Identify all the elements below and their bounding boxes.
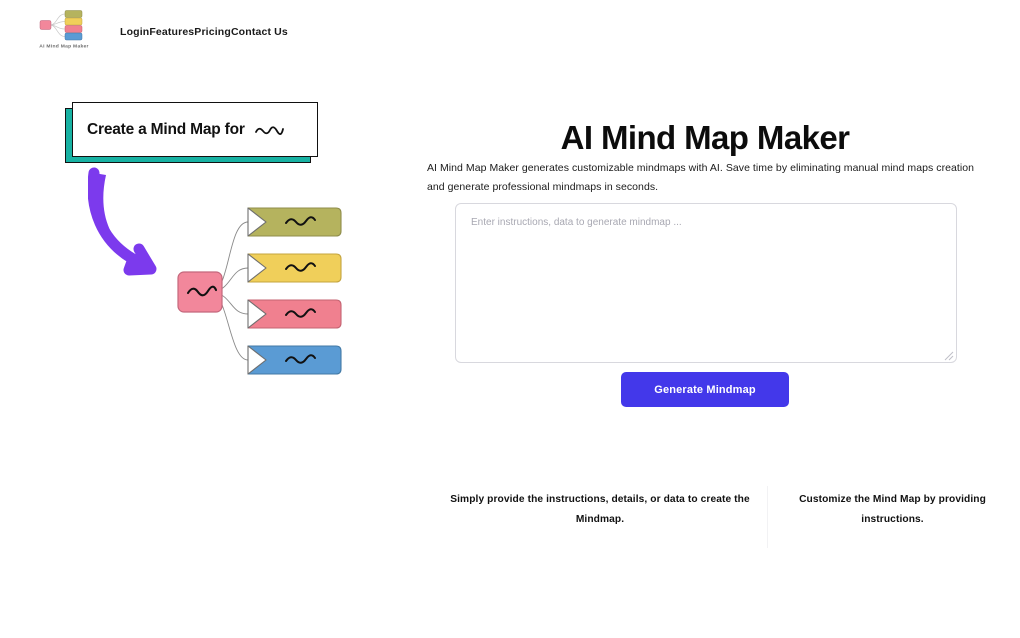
feature-divider	[767, 486, 768, 548]
mindmap-branch-node	[247, 207, 342, 237]
feature-callout-provide-instructions: Simply provide the instructions, details…	[450, 494, 750, 525]
mindmap-diagram	[177, 207, 342, 375]
primary-nav: Login Features Pricing Contact Us	[120, 26, 288, 38]
page-title: AI Mind Map Maker	[560, 119, 850, 157]
site-header: AI Mind Map Maker Login Features Pricing…	[0, 0, 1020, 66]
squiggle-icon	[254, 125, 284, 135]
create-mindmap-banner: Create a Mind Map for	[65, 102, 318, 163]
mindmap-branch-node	[247, 253, 342, 283]
page-description: AI Mind Map Maker generates customizable…	[427, 161, 975, 194]
banner-face: Create a Mind Map for	[72, 102, 318, 157]
hero-illustration: Create a Mind Map for	[0, 80, 420, 410]
feature-callouts: Simply provide the instructions, details…	[440, 486, 1000, 548]
feature-callout-customize: Customize the Mind Map by providing inst…	[799, 494, 986, 525]
mindmap-center-node	[177, 271, 223, 313]
curved-arrow-icon	[88, 167, 157, 276]
nav-item-features[interactable]: Features	[149, 26, 195, 38]
nav-item-pricing[interactable]: Pricing	[194, 26, 231, 38]
mindmap-instructions-input[interactable]	[455, 203, 957, 363]
logo-link[interactable]: AI Mind Map Maker	[35, 7, 93, 59]
generate-mindmap-button[interactable]: Generate Mindmap	[621, 372, 789, 407]
mindmap-branch-node	[247, 299, 342, 329]
logo-caption: AI Mind Map Maker	[39, 43, 89, 49]
main-content: AI Mind Map Maker AI Mind Map Maker gene…	[410, 0, 1020, 638]
mindmap-logo-icon	[39, 10, 83, 41]
nav-item-contact-us[interactable]: Contact Us	[230, 26, 288, 38]
banner-label: Create a Mind Map for	[87, 120, 245, 138]
mindmap-branch-node	[247, 345, 342, 375]
nav-item-login[interactable]: Login	[120, 26, 150, 38]
